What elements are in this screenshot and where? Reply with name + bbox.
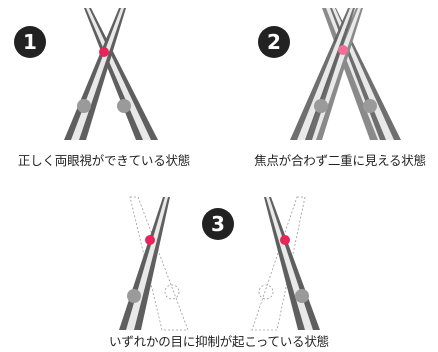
panel-1-number-badge: 1 [14, 26, 46, 58]
panel-2-caption: 焦点が合わず二重に見える状態 [254, 153, 426, 168]
panel-1-bead-right-back [117, 99, 131, 113]
panel-3-right-bead-front [280, 235, 290, 245]
panel-3-left-ghost-bead [164, 284, 180, 300]
panel-3-left-ghost-rod [129, 196, 189, 331]
panel-3-right-bead-back [295, 289, 309, 303]
panel-1-bead-front [99, 47, 109, 57]
panel-3-left-bead-back [127, 289, 141, 303]
panel-2-bead-left-back [314, 99, 328, 113]
panel-1-bead-left-back [77, 99, 91, 113]
panel-1-rod-left [64, 8, 126, 140]
panel-3-left-illustration [119, 196, 189, 331]
panel-3-right-illustration [251, 196, 320, 331]
panel-2-bead-front [338, 45, 348, 55]
panel-3-number-badge: 3 [202, 208, 234, 240]
panel-3-right-ghost-rod [251, 196, 306, 331]
panel-3-right-ghost-bead [258, 284, 274, 300]
panel-2-number-badge: 2 [258, 26, 290, 58]
panel-3-caption: いずれかの目に抑制が起こっている状態 [109, 334, 329, 349]
panel-3-left-bead-front [145, 235, 155, 245]
panel-1-illustration [64, 8, 158, 140]
panel-2-bead-right-back [363, 99, 377, 113]
panel-1-rod-right [84, 8, 158, 140]
panel-1-caption: 正しく両眼視ができている状態 [17, 153, 191, 168]
panel-2-illustration [290, 8, 401, 140]
